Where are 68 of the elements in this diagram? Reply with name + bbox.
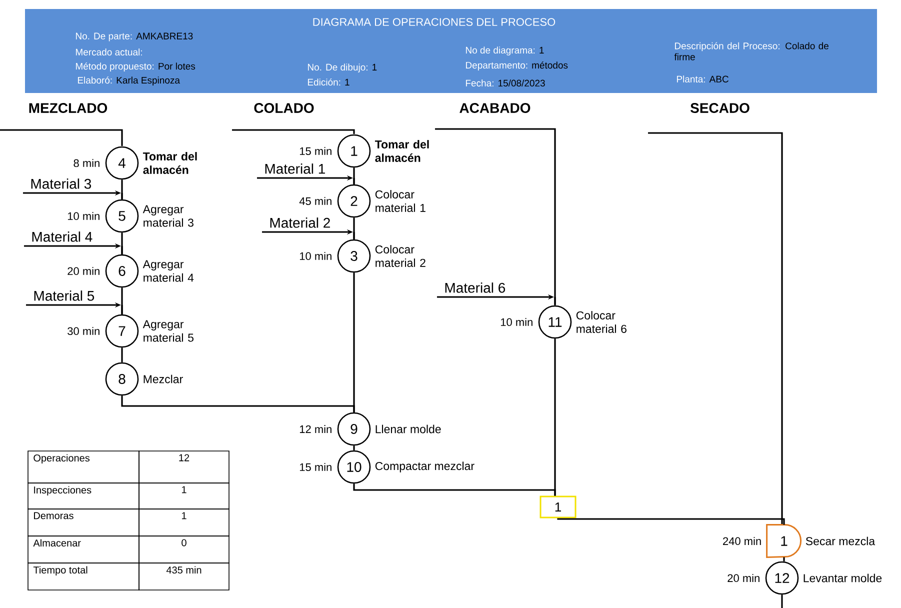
material-label: Material 2 xyxy=(270,218,330,228)
operation-label: Tomar del almacén xyxy=(374,140,429,162)
operation-label: Colocar material 1 xyxy=(375,190,426,212)
time-label: 240 min xyxy=(723,536,761,546)
header-field: Mercado actual: xyxy=(76,48,142,56)
section-heading: MEZCLADO xyxy=(29,103,108,113)
section-heading: COLADO xyxy=(254,103,314,113)
material-label: Material 5 xyxy=(34,290,94,301)
table-cell: 1 xyxy=(138,482,230,510)
operation-label: Compactar mezclar xyxy=(375,462,474,472)
table-cell: Tiempo total xyxy=(28,562,140,590)
operation-label: Agregar material 4 xyxy=(142,260,194,282)
time-label: 45 min xyxy=(299,196,332,206)
material-label: Material 3 xyxy=(31,178,92,189)
label: Descripción del Proceso: xyxy=(674,42,780,52)
table-cell: 0 xyxy=(138,536,230,564)
header-field: No. De dibujo: 1 xyxy=(308,64,377,72)
table-cell: Demoras xyxy=(28,508,140,536)
header-field: Método propuesto: Por lotes xyxy=(76,62,196,72)
header-field: Fecha: 15/08/2023 xyxy=(466,80,545,86)
time-label: 30 min xyxy=(68,326,100,336)
table-cell: Inspecciones xyxy=(28,482,140,510)
flow-line xyxy=(554,338,556,496)
header-field: Elaboró: Karla Espinoza xyxy=(78,76,180,86)
operation-label: Llenar molde xyxy=(376,424,441,434)
operation-label: Colocar material 6 xyxy=(576,311,626,333)
operation-label: Mezclar xyxy=(144,374,183,384)
operation-label: Agregar material 5 xyxy=(142,320,194,342)
time-label: 15 min xyxy=(300,462,332,472)
table-cell: Operaciones xyxy=(28,450,140,484)
table-cell: 435 min xyxy=(138,562,230,590)
header-field: Edición: 1 xyxy=(308,78,350,86)
operation-label: Levantar molde xyxy=(804,574,882,582)
time-label: 10 min xyxy=(300,252,332,260)
table-cell: 12 xyxy=(138,450,230,484)
material-label: Material 6 xyxy=(445,282,506,293)
time-label: 20 min xyxy=(68,266,100,276)
header-field: No. De parte: AMKABRE13 xyxy=(76,32,193,42)
inspection-square: 1 xyxy=(540,496,576,518)
operation-label: Tomar del almacén xyxy=(142,152,197,174)
diagram-title: DIAGRAMA DE OPERACIONES DEL PROCESO xyxy=(313,18,556,26)
time-label: 10 min xyxy=(68,212,100,220)
operation-label: Colocar material 2 xyxy=(375,245,426,267)
time-label: 20 min xyxy=(728,574,760,582)
label: Colado de xyxy=(786,42,828,50)
flow-line xyxy=(353,446,355,450)
table-cell: Almacenar xyxy=(28,536,140,564)
operation-label: Agregar material 3 xyxy=(142,205,194,227)
section-heading: ACABADO xyxy=(460,103,530,113)
flow-line xyxy=(557,518,785,525)
header-field: Departamento: métodos xyxy=(466,62,568,70)
time-label: 10 min xyxy=(500,318,532,326)
material-label: Material 1 xyxy=(265,164,325,174)
header-field: Planta: ABC xyxy=(677,76,728,82)
flow-line xyxy=(121,396,355,412)
time-label: 8 min xyxy=(74,158,100,168)
header-field: No de diagrama: 1 xyxy=(466,46,544,56)
section-heading: SECADO xyxy=(690,103,750,113)
table-cell: 1 xyxy=(138,508,230,536)
time-label: 12 min xyxy=(300,425,332,433)
flow-line xyxy=(781,594,783,608)
label: firme xyxy=(674,53,695,60)
operation-label: Secar mezcla xyxy=(806,536,876,546)
flow-line xyxy=(783,557,785,562)
header-field: Descripción del Proceso: Colado de firme xyxy=(674,42,828,60)
time-label: 15 min xyxy=(300,146,332,156)
flow-line xyxy=(121,348,123,362)
material-label: Material 4 xyxy=(32,232,92,242)
